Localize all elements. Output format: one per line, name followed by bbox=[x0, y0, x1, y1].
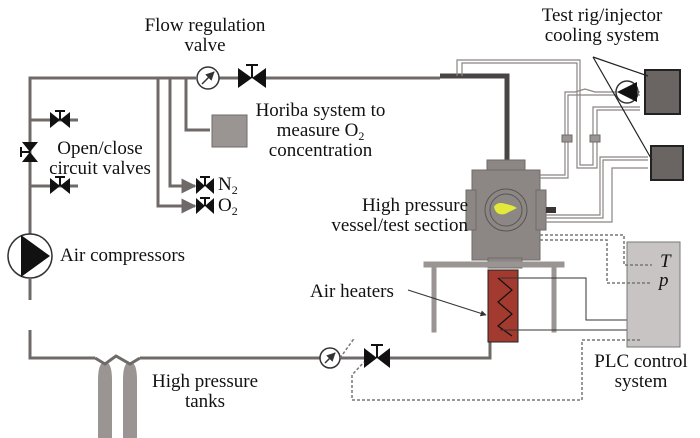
cooling-connector-2 bbox=[589, 134, 601, 143]
signal-lines bbox=[339, 234, 652, 401]
horiba-analyzer-box bbox=[211, 114, 248, 148]
cooling-line-2: cooling system bbox=[544, 25, 660, 46]
cooling-label-pointers bbox=[592, 56, 653, 161]
circuit-valves-label: Open/close circuit valves bbox=[40, 139, 160, 179]
plc-pressure-label: p bbox=[659, 270, 669, 291]
air-compressor-icon bbox=[7, 233, 53, 279]
cooling-pump-icon bbox=[615, 80, 639, 104]
circuit-valve-lower bbox=[50, 176, 70, 194]
plc-line-1: PLC control bbox=[594, 351, 688, 372]
flow-regulation-meter bbox=[196, 66, 220, 90]
o2-valve bbox=[196, 197, 214, 214]
cooling-connector-1 bbox=[561, 134, 573, 143]
cooling-line-1: Test rig/injector bbox=[541, 5, 663, 26]
circuit-valve-upper bbox=[50, 110, 70, 128]
valves-line-1: Open/close bbox=[57, 138, 143, 159]
flow-valve-line-1: Flow regulation bbox=[144, 15, 266, 36]
high-pressure-tanks bbox=[94, 354, 141, 438]
plc-line-2: system bbox=[614, 371, 668, 392]
main-pipe-loop bbox=[28, 76, 492, 360]
cooling-lines bbox=[456, 59, 648, 223]
heater-inlet-valve bbox=[364, 344, 390, 368]
plc-label: PLC control system bbox=[582, 352, 700, 392]
flow-regulation-valve-label: Flow regulation valve bbox=[130, 16, 280, 56]
air-compressors-label: Air compressors bbox=[60, 245, 186, 266]
shutoff-valve-main bbox=[238, 64, 266, 88]
circuit-valve-vertical bbox=[20, 142, 38, 162]
air-heater bbox=[487, 269, 519, 343]
flame-icon bbox=[494, 203, 517, 215]
horiba-label: Horiba system to measure O2 concentratio… bbox=[248, 101, 393, 161]
vessel-line-1: High pressure bbox=[361, 195, 468, 216]
n2-label: N2 bbox=[218, 174, 238, 197]
n2-valve bbox=[196, 176, 214, 194]
horiba-line-3: concentration bbox=[268, 140, 373, 161]
horiba-line-1: Horiba system to bbox=[255, 100, 386, 121]
cooling-unit-lower bbox=[650, 145, 684, 181]
pressure-vessel bbox=[465, 159, 556, 269]
tanks-line-2: tanks bbox=[184, 391, 226, 412]
air-heaters-label: Air heaters bbox=[310, 281, 394, 302]
vessel-feed-pipe bbox=[440, 73, 510, 160]
tanks-label: High pressure tanks bbox=[140, 372, 270, 412]
valves-line-2: circuit valves bbox=[49, 158, 151, 179]
plc-temperature-label: T bbox=[660, 251, 671, 272]
horiba-subscript: 2 bbox=[358, 129, 365, 143]
cooling-unit-upper bbox=[644, 69, 681, 115]
heater-table bbox=[423, 261, 565, 333]
vessel-line-2: vessel/test section bbox=[331, 215, 468, 236]
flow-valve-line-2: valve bbox=[184, 35, 226, 56]
plc-control-box bbox=[626, 241, 681, 348]
heater-control-wires bbox=[500, 277, 640, 331]
n2-subscript: 2 bbox=[231, 183, 238, 197]
heater-flow-meter bbox=[319, 347, 341, 369]
horiba-line-2-text: measure O bbox=[276, 120, 359, 141]
horiba-line-2: measure O2 bbox=[248, 120, 393, 143]
n2-text: N bbox=[218, 174, 232, 195]
o2-label: O2 bbox=[218, 195, 238, 218]
heater-pointer-arrow bbox=[407, 289, 487, 317]
o2-subscript: 2 bbox=[231, 204, 238, 218]
o2-text: O bbox=[218, 195, 232, 216]
cooling-system-label: Test rig/injector cooling system bbox=[512, 6, 692, 46]
vessel-label: High pressure vessel/test section bbox=[298, 196, 468, 236]
tanks-line-1: High pressure bbox=[151, 371, 259, 392]
